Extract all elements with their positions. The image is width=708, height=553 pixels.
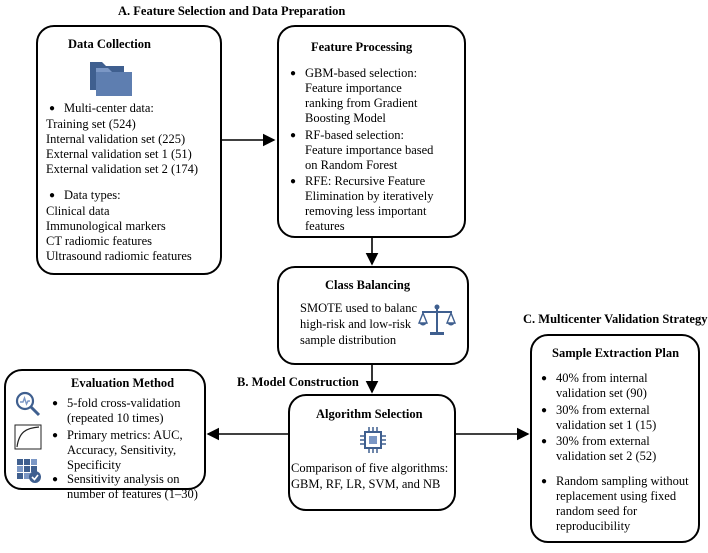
feature-processing-line: on Random Forest [305, 158, 398, 172]
sample-extraction-item: 30% from external [541, 403, 650, 419]
data-collection-line: External validation set 1 (51) [46, 147, 192, 161]
sample-extraction-line: validation set 2 (52) [556, 449, 657, 463]
feature-processing-item: RFE: Recursive Feature [290, 174, 425, 190]
feature-processing-line: Boosting Model [305, 111, 386, 125]
feature-processing-item: GBM-based selection: [290, 66, 417, 82]
sample-extraction-line: random seed for [556, 504, 638, 518]
feature-processing-line: Feature importance [305, 81, 402, 95]
class-balancing-title: Class Balancing [325, 278, 411, 292]
data-collection-title: Data Collection [68, 37, 151, 51]
data-collection-bullet-types: Data types: [49, 188, 120, 204]
class-balancing-line: high-risk and low-risk [300, 317, 412, 331]
evaluation-method-title: Evaluation Method [71, 376, 175, 390]
sample-extraction-item: 30% from external [541, 434, 650, 450]
data-collection-line: Ultrasound radiomic features [46, 249, 192, 263]
section-b-title: B. Model Construction [237, 375, 359, 389]
section-a-title: A. Feature Selection and Data Preparatio… [118, 4, 346, 18]
algorithm-selection-box [288, 394, 456, 511]
evaluation-method-item: Primary metrics: AUC, [52, 428, 183, 444]
sample-extraction-line: replacement using fixed [556, 489, 677, 503]
feature-processing-item: RF-based selection: [290, 128, 404, 144]
data-collection-line: Internal validation set (225) [46, 132, 186, 146]
evaluation-method-line: Accuracy, Sensitivity, [67, 443, 177, 457]
data-collection-line: Training set (524) [46, 117, 136, 131]
magnifier-chart-icon [14, 390, 42, 423]
data-collection-line: External validation set 2 (174) [46, 162, 199, 176]
class-balancing-line: sample distribution [300, 333, 397, 347]
sample-extraction-line: validation set (90) [556, 386, 647, 400]
evaluation-method-item: 5-fold cross-validation [52, 396, 180, 412]
evaluation-method-line: number of features (1–30) [67, 487, 198, 501]
feature-processing-title: Feature Processing [311, 40, 413, 54]
sample-extraction-line: reproducibility [556, 519, 631, 533]
feature-processing-line: Feature importance based [305, 143, 434, 157]
algorithm-selection-title: Algorithm Selection [316, 407, 423, 421]
evaluation-method-line: (repeated 10 times) [67, 411, 164, 425]
evaluation-method-line: Specificity [67, 458, 122, 472]
data-collection-line: CT radiomic features [46, 234, 152, 248]
curve-chart-icon [14, 424, 42, 455]
data-collection-line: Clinical data [46, 204, 110, 218]
sample-extraction-title: Sample Extraction Plan [552, 346, 680, 360]
feature-processing-line: removing less important [305, 204, 427, 218]
balance-scale-icon [417, 303, 457, 342]
section-c-title: C. Multicenter Validation Strategy [523, 312, 708, 326]
feature-processing-line: Elimination by iteratively [305, 189, 434, 203]
data-collection-line: Immunological markers [46, 219, 166, 233]
evaluation-method-item: Sensitivity analysis on [52, 472, 179, 488]
sample-extraction-line: validation set 1 (15) [556, 418, 657, 432]
feature-processing-line: features [305, 219, 345, 233]
folder-icon [88, 58, 134, 103]
sample-extraction-item: Random sampling without [541, 474, 689, 490]
sample-extraction-item: 40% from internal [541, 371, 648, 387]
chip-icon [359, 426, 387, 459]
algorithm-selection-line: GBM, RF, LR, SVM, and NB [291, 477, 441, 491]
grid-check-icon [16, 458, 42, 489]
feature-processing-line: ranking from Gradient [305, 96, 418, 110]
class-balancing-line: SMOTE used to balanc [300, 301, 417, 315]
data-collection-box [36, 25, 222, 275]
data-collection-bullet-multicenter: Multi-center data: [49, 101, 154, 117]
algorithm-selection-line: Comparison of five algorithms: [291, 461, 449, 475]
